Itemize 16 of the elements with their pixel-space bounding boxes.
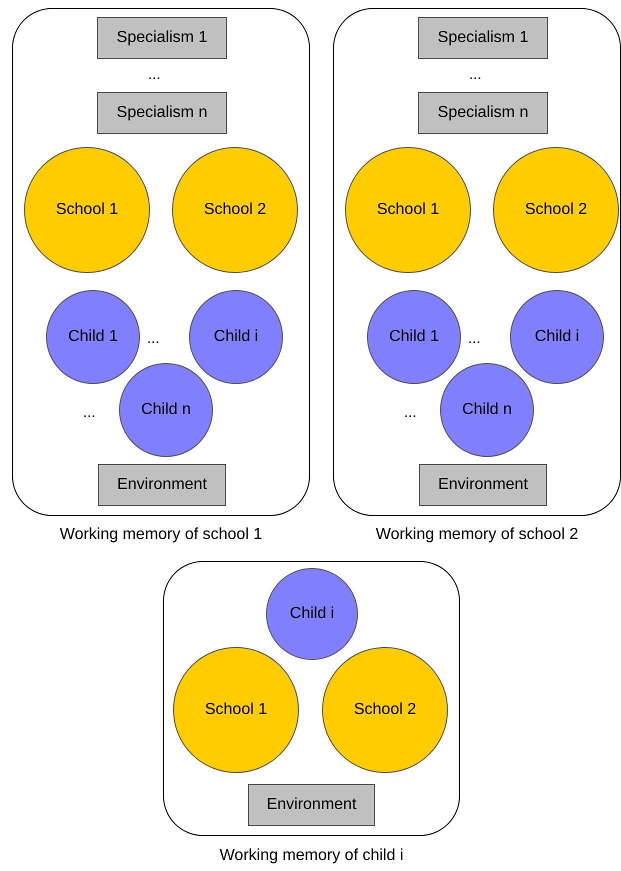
ellipsis-text: ... [404, 404, 417, 421]
label-box: Specialism 1 [97, 17, 227, 59]
label-box: Specialism n [97, 92, 227, 134]
ellipsis-text: ... [148, 66, 161, 83]
ellipsis-text: ... [83, 404, 96, 421]
label-box: Environment [248, 784, 375, 826]
panel-caption: Working memory of child i [218, 847, 404, 865]
label-box: Specialism n [418, 92, 548, 134]
ellipsis-text: ... [468, 330, 481, 347]
panel-caption: Working memory of school 1 [58, 526, 264, 544]
label-box: Environment [419, 464, 547, 506]
ellipsis-text: ... [469, 66, 482, 83]
panel-caption: Working memory of school 2 [374, 526, 580, 544]
label-box: Specialism 1 [418, 17, 548, 59]
ellipsis-text: ... [147, 330, 160, 347]
label-box: Environment [98, 464, 226, 506]
